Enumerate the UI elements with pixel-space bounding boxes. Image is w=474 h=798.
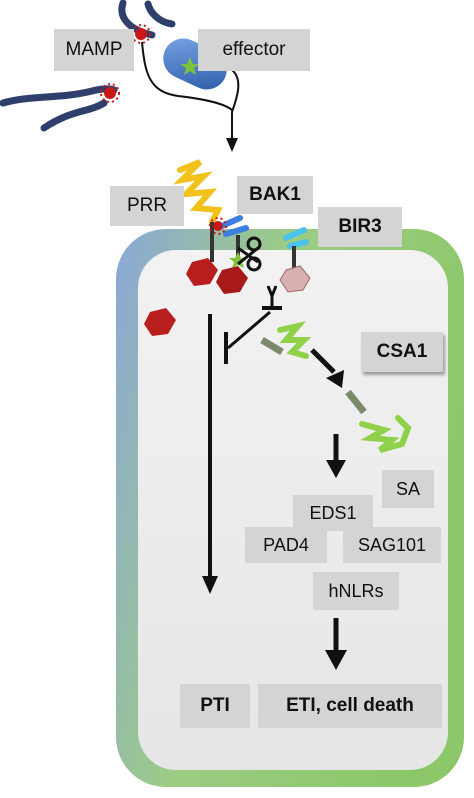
sag101-label: SAG101 [343,527,441,563]
kinase-hexagon-icon [144,308,176,336]
csa1-receptor-icon [260,321,312,359]
bir3-receptor-icon [283,227,309,249]
csa1-label: CSA1 [361,332,443,372]
mamp-label: MAMP [54,29,134,71]
mamp-dot-icon [100,83,120,103]
csa1-activation-arrow-head-icon [326,370,344,388]
bak1-receptor-icon [219,215,249,237]
mamp-dot-icon [131,24,151,44]
sa-label: SA [382,470,434,508]
bound-mamp-icon [209,217,227,235]
csa1-cleaved-icon [345,389,412,453]
arrow-head-icon [226,138,238,152]
prr-receptor-icon [173,159,223,225]
prr-label: PRR [110,186,184,226]
pti-arrow-head-icon [202,576,218,594]
eds1-label: EDS1 [293,495,373,531]
csa1-activation-arrow-line [310,348,336,374]
effector-label: effector [198,29,310,71]
pad4-label: PAD4 [245,527,327,563]
pti-label: PTI [180,684,250,728]
kinase-hexagon-icon [186,258,218,286]
bir3-label: BIR3 [318,207,402,247]
bound-effector-star-icon [229,252,247,268]
hnlrs-label: hNLRs [313,572,399,610]
eti-label: ETI, cell death [258,684,442,728]
bak1-label: BAK1 [237,176,313,214]
csa1-inhibition-line [227,310,271,350]
kinase-hexagon-icon [216,266,248,294]
eds1-arrow-head-icon [326,460,346,478]
effector-signal-line [231,69,240,138]
mamp-signal-line [141,41,233,111]
scissors-icon [237,236,262,272]
eti-arrow-head-icon [325,650,347,670]
bir3-kinase-hexagon-icon [279,265,311,293]
